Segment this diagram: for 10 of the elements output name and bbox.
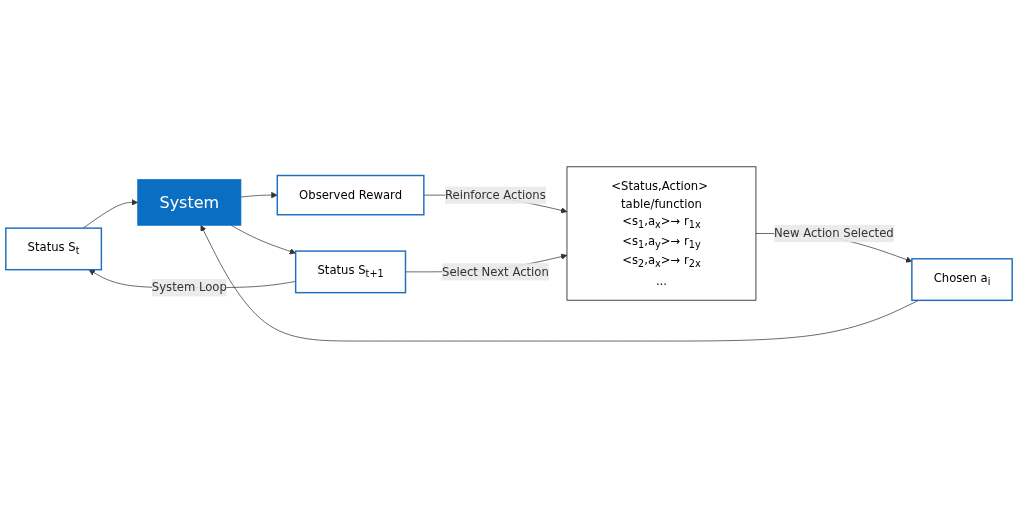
node-box: <Status,Action> table/function <s$_{1}$,a$_{x}$>→ r$_{1x}$ <s$_{1}$,a$_{y}$>→ r$_{1y}$ <s$_{2}$,a$_{x}$>→ r$_{2x}$ ... bbox=[566, 166, 757, 301]
node-box: Status S$_{t}$ bbox=[5, 226, 103, 270]
node-box: Chosen a$_{i}$ bbox=[911, 257, 1013, 301]
edge-label: System Loop bbox=[151, 280, 227, 294]
edge-label: Reinforce Actions bbox=[445, 187, 546, 202]
edge-label: New Action Selected bbox=[774, 225, 894, 240]
node-box: Observed Reward bbox=[276, 174, 425, 216]
node-box: Status S$_{t+1}$ bbox=[294, 249, 407, 293]
edge-label: Select Next Action bbox=[442, 264, 549, 278]
node-box: System bbox=[137, 178, 242, 226]
